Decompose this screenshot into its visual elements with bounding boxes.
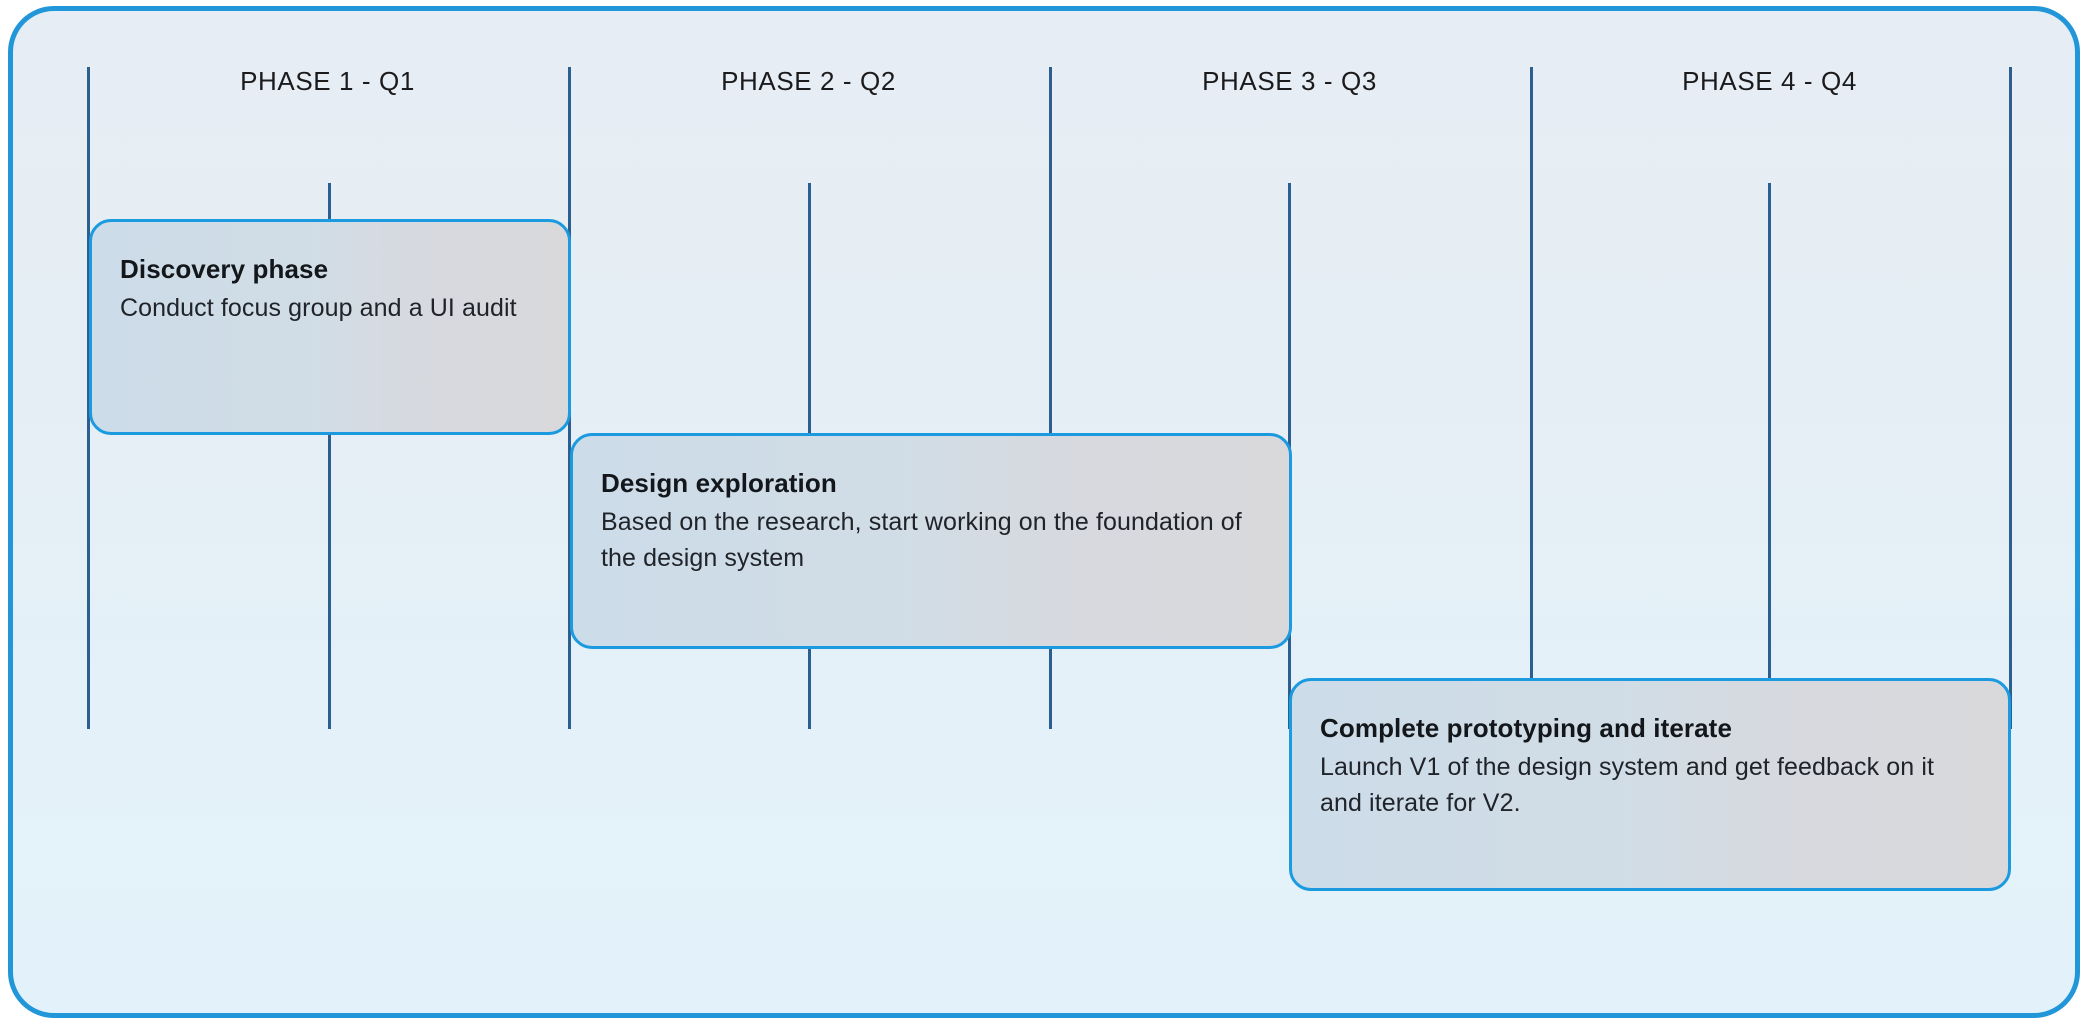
task-description: Conduct focus group and a UI audit — [120, 294, 517, 323]
phase-header-4: PHASE 4 - Q4 — [1682, 65, 1857, 96]
phase-header-3: PHASE 3 - Q3 — [1202, 65, 1377, 96]
gridline-minor-8 — [1768, 183, 1771, 729]
task-title: Discovery phase — [120, 254, 329, 284]
gridline-major-7 — [1530, 67, 1533, 729]
timeline-panel: PHASE 1 - Q1 PHASE 2 - Q2 PHASE 3 - Q3 PHAS… — [8, 6, 2080, 1018]
phase-header-2: PHASE 2 - Q2 — [721, 65, 896, 96]
task-description: Launch V1 of the design system and get f… — [1320, 753, 1935, 818]
task-title: Complete prototyping and iterate — [1320, 713, 1733, 743]
gridline-major-9 — [2009, 67, 2012, 729]
task-description: Based on the research, start working on … — [601, 508, 1242, 573]
task-title: Design exploration — [601, 468, 837, 498]
phase-header-1: PHASE 1 - Q1 — [240, 65, 415, 96]
